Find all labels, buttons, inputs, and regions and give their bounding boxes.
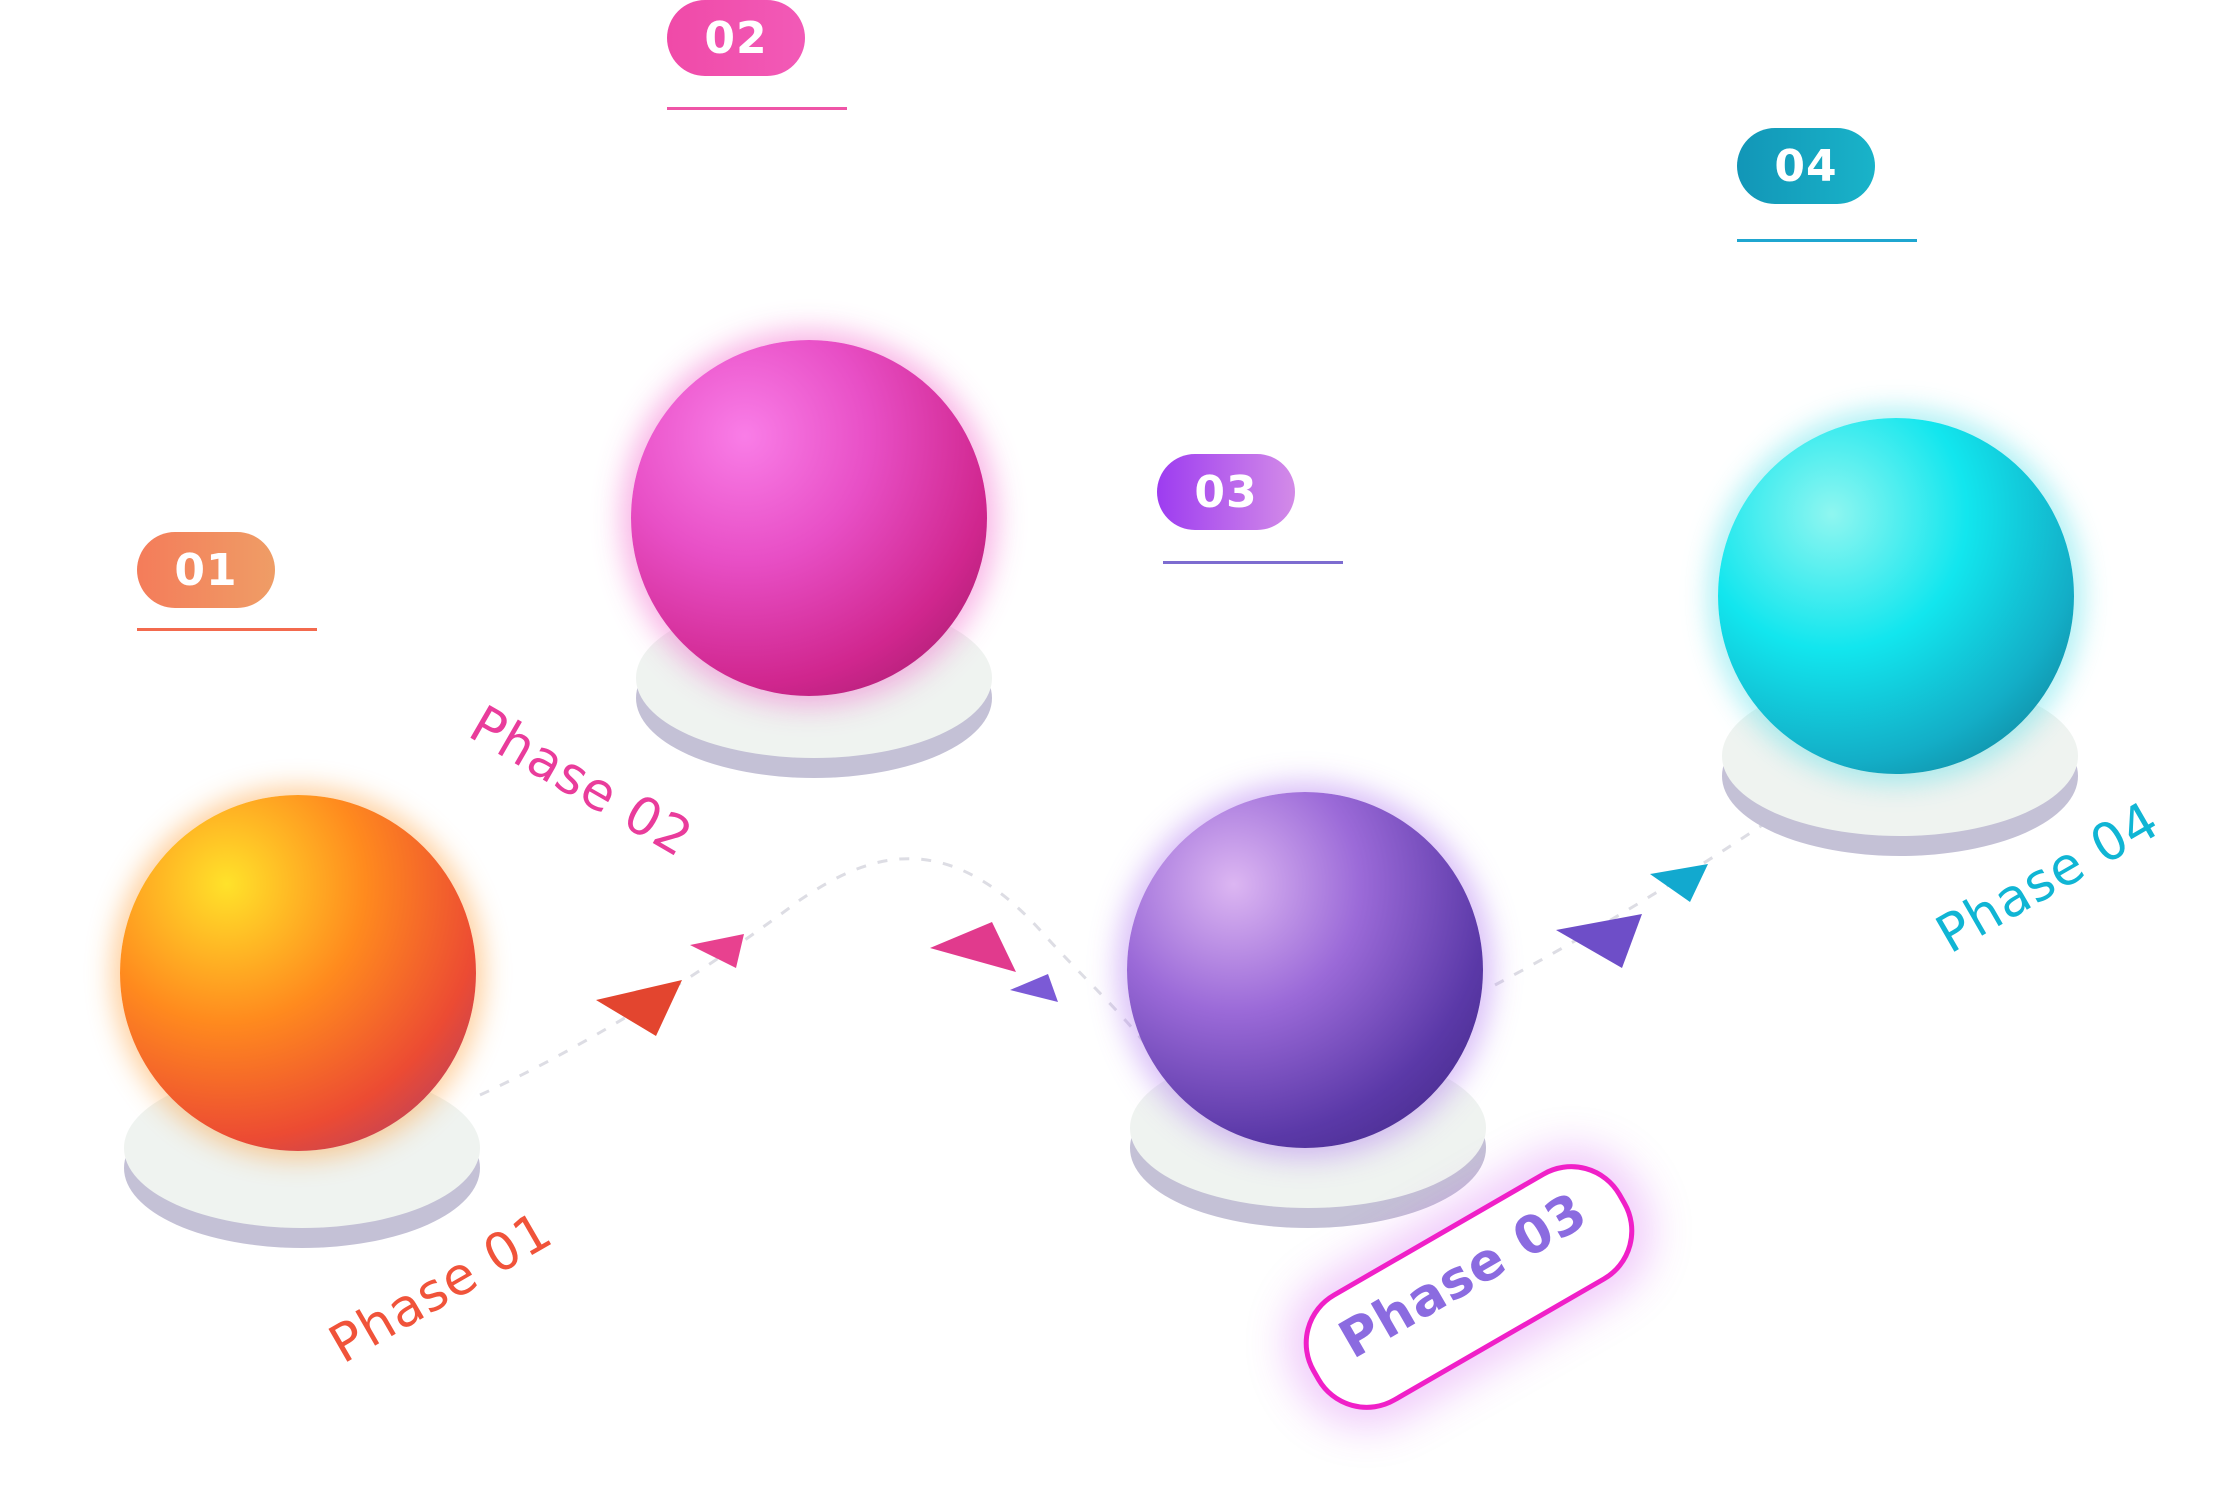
phase-01-underline [137,628,317,631]
arrow-marker-6 [1650,864,1708,902]
arrow-marker-5 [1556,914,1642,968]
phase-02-underline [667,107,847,110]
dashed-connector [479,857,1152,1097]
dashed-connector-2 [1494,818,1771,987]
arrow-marker-3 [930,922,1016,972]
phase-03-sphere [1127,792,1483,1148]
phase-02-number-badge: 02 [667,0,805,76]
phase-04-underline [1737,239,1917,242]
phase-03-number-badge: 03 [1157,454,1295,530]
phase-03-underline [1163,561,1343,564]
phase-02-sphere [631,340,987,696]
arrow-marker-2 [690,934,744,968]
phase-04-sphere [1718,418,2074,774]
phase-04-number-badge: 04 [1737,128,1875,204]
arrow-marker-1 [596,980,682,1036]
phase-01-sphere [120,795,476,1151]
phase-01-number-badge: 01 [137,532,275,608]
arrow-marker-4 [1010,974,1058,1002]
